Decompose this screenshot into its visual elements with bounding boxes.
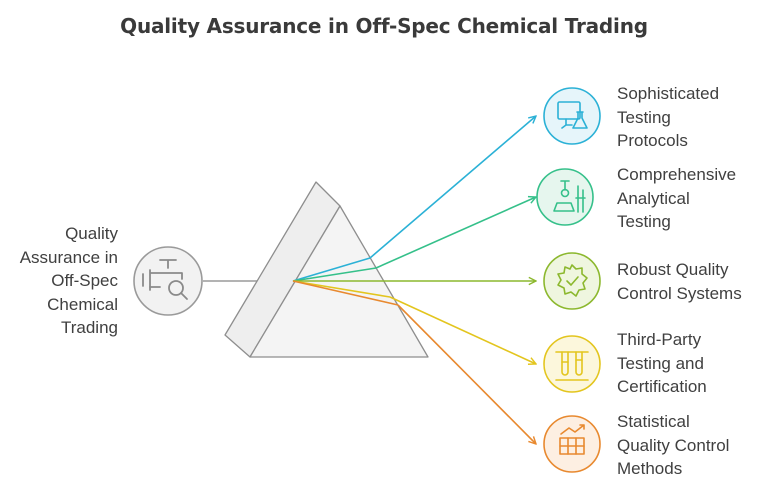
rays-outside (369, 116, 536, 444)
input-label-line: Quality (65, 224, 118, 243)
monitor-flask-icon (543, 87, 601, 145)
input-label-line: Assurance in (19, 247, 118, 267)
valve-search-icon (133, 246, 203, 316)
output-label-5: Statistical Quality Control Methods (617, 410, 729, 481)
ray-arrow-5 (397, 304, 536, 444)
output-label-2: Comprehensive Analytical Testing (617, 163, 736, 234)
output-label-line: Comprehensive (617, 165, 737, 184)
output-label-4: Third-Party Testing and Certification (617, 328, 707, 399)
output-label-line: Testing (617, 212, 671, 231)
gear-check-icon (543, 252, 601, 310)
output-label-line: Quality Control (617, 435, 730, 455)
page-title: Quality Assurance in Off-Spec Chemical T… (120, 14, 648, 38)
microscope-icon (536, 168, 594, 226)
input-label: Quality Assurance in Off-Spec Chemical T… (20, 222, 118, 340)
ray-inside-4 (292, 280, 391, 298)
output-label-line: Statistical (617, 412, 690, 431)
input-label-line: Off-Spec (51, 271, 118, 290)
ray-arrow-4 (389, 296, 536, 364)
output-label-3: Robust Quality Control Systems (617, 258, 742, 305)
rays-inside (292, 257, 399, 306)
output-label-line: Sophisticated (617, 84, 720, 103)
output-label-line: Robust Quality (617, 260, 729, 279)
output-label-line: Testing (617, 107, 671, 127)
test-tubes-icon (543, 335, 601, 393)
output-label-line: Testing and (617, 353, 704, 373)
ray-arrow-1 (369, 116, 536, 259)
ray-inside-1 (292, 257, 371, 282)
output-label-line: Third-Party (617, 330, 702, 349)
prism (224, 181, 429, 358)
output-label-line: Certification (617, 377, 707, 396)
output-label-line: Control Systems (617, 283, 742, 303)
ray-inside-5 (292, 280, 399, 306)
output-label-line: Methods (617, 459, 683, 478)
input-label-line: Chemical (47, 294, 118, 314)
output-label-1: Sophisticated Testing Protocols (617, 82, 719, 153)
input-label-line: Trading (60, 318, 118, 337)
output-label-line: Protocols (617, 131, 688, 150)
ray-inside-2 (292, 267, 377, 282)
ray-arrow-2 (375, 197, 536, 269)
chart-grid-icon (543, 415, 601, 473)
output-label-line: Analytical (617, 188, 690, 208)
